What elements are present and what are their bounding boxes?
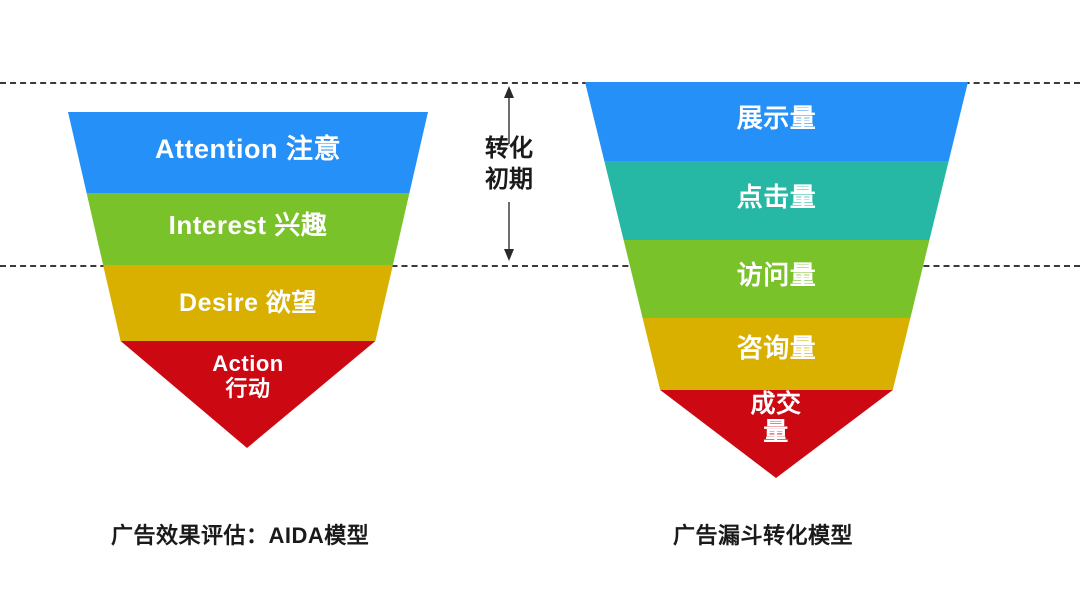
left-stage-label-interest: Interest 兴趣 <box>168 210 328 240</box>
annotation-label: 转化 初期 <box>485 135 533 193</box>
right-stage-label-impressions: 展示量 <box>736 103 817 133</box>
left-stage-label-attention: Attention 注意 <box>155 134 341 164</box>
right-funnel-caption: 广告漏斗转化模型 <box>673 523 854 548</box>
left-stage-label-action: Action 行动 <box>212 351 284 401</box>
left-funnel-caption: 广告效果评估：AIDA模型 <box>111 523 370 548</box>
right-stage-label-visits: 访问量 <box>736 260 817 290</box>
guide-line-top <box>0 82 1080 84</box>
conversion-stage-annotation: 转化 初期 <box>449 82 569 265</box>
right-stage-label-clicks: 点击量 <box>736 182 817 212</box>
double-headed-arrow-icon <box>504 86 514 261</box>
guide-line-middle <box>0 265 1080 267</box>
right-stage-label-inquiries: 咨询量 <box>736 333 817 363</box>
right-stage-label-deals: 成交 量 <box>750 390 802 446</box>
left-stage-label-desire: Desire 欲望 <box>179 289 317 317</box>
